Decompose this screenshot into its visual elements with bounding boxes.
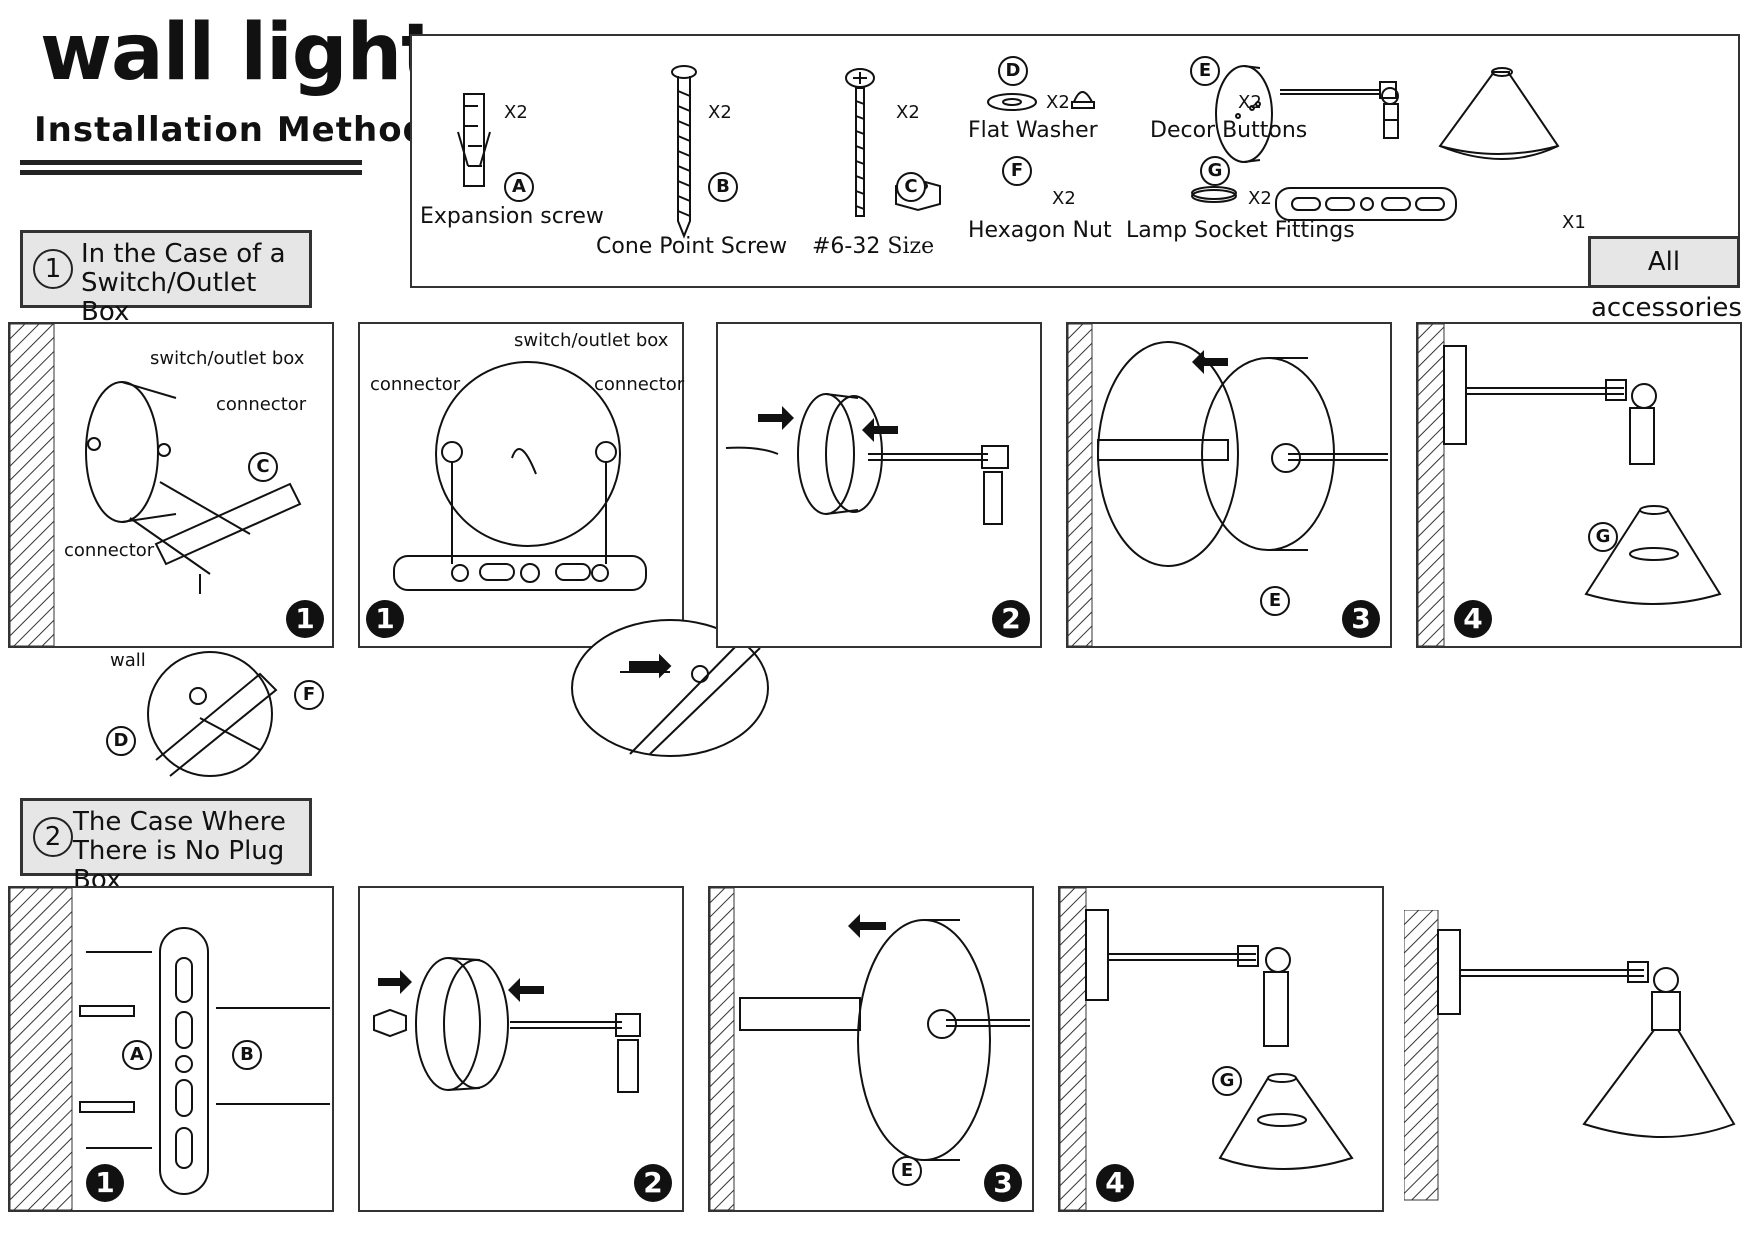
accessories-panel: Expansion screw X2 A Cone Point Screw X2… — [410, 34, 1740, 288]
title-rule — [20, 170, 362, 175]
case2-step4-panel: G 4 — [1058, 886, 1384, 1212]
case1-step2-drawing — [725, 393, 1009, 525]
case2-step4-drawing — [1060, 888, 1354, 1210]
case2-step2-drawing — [373, 957, 641, 1093]
all-accessories-label: All accessories — [1588, 236, 1742, 323]
case2-box: 2 The Case Where There is No Plug Box — [20, 798, 312, 895]
label-switch-outlet-box: switch/outlet box — [514, 330, 669, 351]
case1-step4-drawing — [1418, 324, 1722, 646]
callout-g: G — [1200, 156, 1230, 186]
label-connector: connector — [216, 394, 307, 415]
callout-b: B — [232, 1040, 262, 1070]
callout-d: D — [106, 726, 136, 756]
step-number: 1 — [86, 1164, 124, 1202]
step-number: 3 — [984, 1164, 1022, 1202]
case1-box: 1 In the Case of a Switch/Outlet Box — [20, 230, 312, 327]
accessory-a-label: Expansion screw — [420, 204, 604, 229]
accessory-d-qty: X2 — [1046, 92, 1070, 113]
callout-f: F — [294, 680, 324, 710]
title-rule — [20, 160, 362, 165]
step-number: 1 — [366, 600, 404, 638]
callout-a: A — [504, 172, 534, 202]
step-number: 4 — [1454, 600, 1492, 638]
callout-a: A — [122, 1040, 152, 1070]
accessory-g-qty: X2 — [1248, 188, 1272, 209]
accessory-a-qty: X2 — [504, 102, 528, 123]
step-number: 4 — [1096, 1164, 1134, 1202]
label-wall: wall — [110, 650, 146, 671]
accessory-f-label: Hexagon Nut — [968, 218, 1112, 243]
case2-step3-drawing — [710, 888, 1030, 1210]
case2-step1-drawing — [10, 888, 330, 1210]
case1-step1-detail-drawing — [393, 361, 647, 591]
case1-step1-panel: switch/outlet box connector connector C … — [8, 322, 334, 648]
accessory-g-label: Lamp Socket Fittings — [1126, 218, 1355, 243]
case1-line1: In the Case of a — [81, 239, 286, 269]
case1-step4-panel: G 4 — [1416, 322, 1742, 648]
accessory-b-label: Cone Point Screw — [596, 234, 788, 259]
callout-g: G — [1588, 522, 1618, 552]
callout-b: B — [708, 172, 738, 202]
accessory-c-qty: X2 — [896, 102, 920, 123]
callout-c: C — [896, 172, 926, 202]
case1-step1-drawing — [10, 324, 302, 646]
label-connector: connector — [594, 374, 685, 395]
case2-step2-panel: 2 — [358, 886, 684, 1212]
label-switch-outlet-box: switch/outlet box — [150, 348, 305, 369]
step-number: 2 — [992, 600, 1030, 638]
callout-g: G — [1212, 1066, 1242, 1096]
accessory-e-label: Decor Buttons — [1150, 118, 1308, 143]
accessory-e-qty: X2 — [1238, 92, 1262, 113]
bracket-qty: X1 — [1562, 212, 1586, 233]
page-title: wall light — [40, 8, 438, 98]
step-number: 2 — [634, 1164, 672, 1202]
accessory-c-size: Size — [887, 234, 935, 259]
case1-number: 1 — [33, 249, 73, 289]
accessory-f-qty: X2 — [1052, 188, 1076, 209]
label-connector: connector — [370, 374, 461, 395]
case2-number: 2 — [33, 817, 73, 857]
accessory-c-label: #6-32 Size — [812, 234, 934, 259]
step-number: 3 — [1342, 600, 1380, 638]
callout-e: E — [892, 1156, 922, 1186]
zoom-detail-nut — [147, 651, 278, 777]
callout-e: E — [1260, 586, 1290, 616]
case1-step3-panel: E 3 — [1066, 322, 1392, 648]
accessory-d-label: Flat Washer — [968, 118, 1098, 143]
label-connector: connector — [64, 540, 155, 561]
case1-line2: Switch/Outlet Box — [81, 268, 257, 327]
case2-step3-panel: E 3 — [708, 886, 1034, 1212]
case1-step3-drawing — [1068, 324, 1388, 646]
zoom-detail-screw — [571, 619, 769, 757]
accessories-drawing — [457, 65, 1560, 239]
case2-step1-panel: A B 1 — [8, 886, 334, 1212]
case2-line2: There is No Plug Box — [73, 836, 285, 895]
case1-step2-panel: 2 — [716, 322, 1042, 648]
case2-line1: The Case Where — [73, 807, 286, 837]
assembled-wall-light — [1404, 910, 1736, 1201]
accessory-b-qty: X2 — [708, 102, 732, 123]
accessory-c-name: #6-32 — [812, 234, 881, 259]
callout-c: C — [248, 452, 278, 482]
callout-f: F — [1002, 156, 1032, 186]
callout-e: E — [1190, 56, 1220, 86]
case1-step1-detail-panel: switch/outlet box connector connector 1 — [358, 322, 684, 648]
page-subtitle: Installation Method — [34, 110, 428, 150]
step-number: 1 — [286, 600, 324, 638]
callout-d: D — [998, 56, 1028, 86]
